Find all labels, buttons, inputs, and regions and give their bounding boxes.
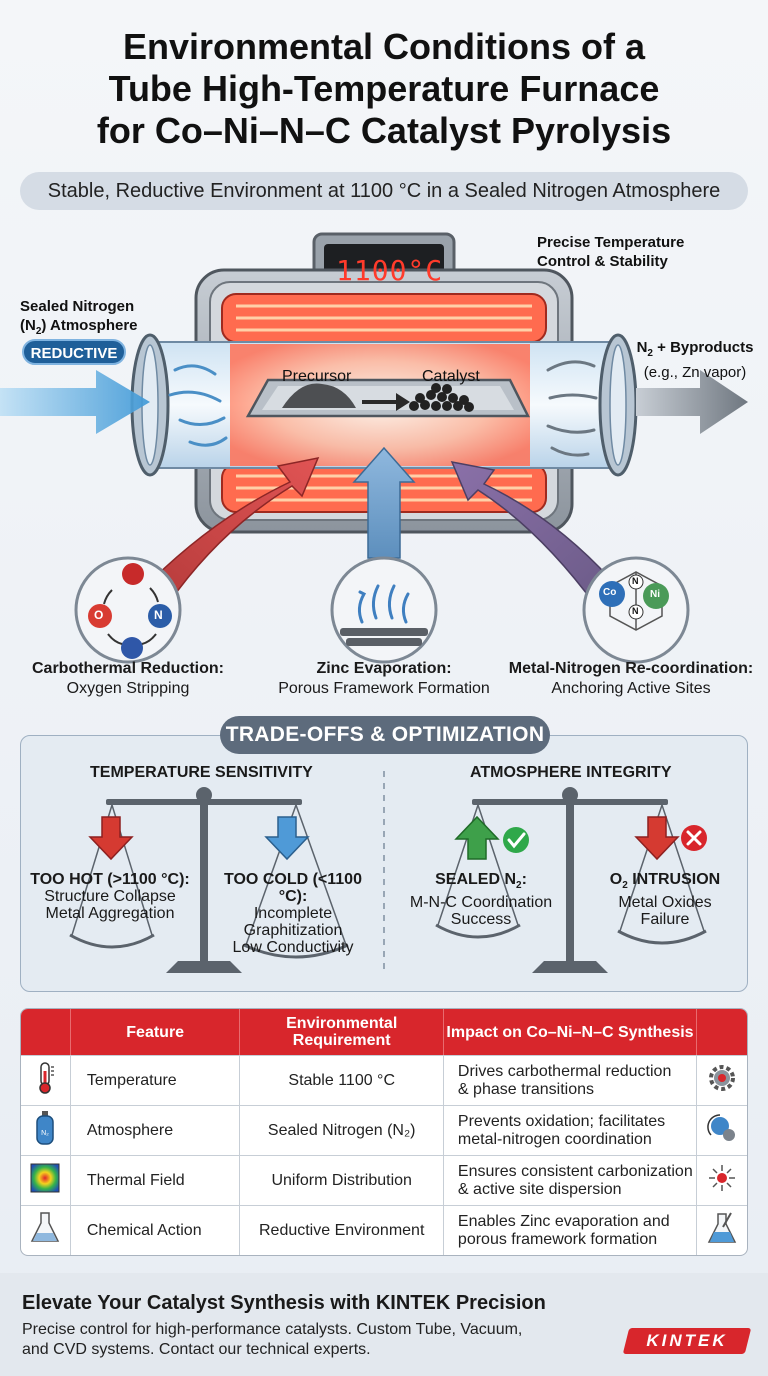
furnace-diagram xyxy=(0,232,748,664)
dispersion-icon xyxy=(709,1165,736,1191)
byproduct-outlet-arrow xyxy=(636,370,748,434)
mechanism-coordination: Metal-Nitrogen Re-coordination: Anchorin… xyxy=(508,660,754,697)
reductive-badge: REDUCTIVE xyxy=(22,339,126,365)
header-impact: Impact on Co–Ni–N–C Synthesis xyxy=(443,1009,698,1055)
zinc-circle xyxy=(330,556,438,664)
precursor-label: Precursor xyxy=(282,368,352,385)
precursor-powder xyxy=(282,383,356,408)
table-header-row: Feature Environmental Requirement Impact… xyxy=(21,1009,747,1055)
footer-text: Precise control for high-performance cat… xyxy=(22,1321,523,1358)
o2-intrusion-block: O2 INTRUSION Metal Oxides Failure xyxy=(609,871,721,929)
row-impact: Prevents oxidation; facilitates metal-ni… xyxy=(443,1105,698,1155)
molecule-cycle-icon xyxy=(707,1114,736,1141)
carbothermal-arrow xyxy=(138,456,320,605)
tradeoffs-scales xyxy=(69,771,707,973)
cold-down-arrow xyxy=(264,816,310,861)
kintek-logo[interactable]: KINTEK xyxy=(622,1328,752,1354)
n-atom-label-bottom: N xyxy=(632,606,639,616)
row-feature: Atmosphere xyxy=(70,1105,241,1155)
n-atom-label-top: N xyxy=(632,576,639,586)
row-impact: Ensures consistent carbonization & activ… xyxy=(443,1155,698,1205)
feature-table: Feature Environmental Requirement Impact… xyxy=(20,1008,748,1256)
footer-title: Elevate Your Catalyst Synthesis with KIN… xyxy=(22,1292,546,1314)
tradeoffs-panel xyxy=(20,735,748,992)
page-title: Environmental Conditions of a Tube High-… xyxy=(0,26,768,152)
cylinder-label: N₂ xyxy=(42,1130,50,1137)
cobalt-atom-label: Co xyxy=(603,587,617,598)
catalyst-beads xyxy=(409,383,474,412)
mechanism-zinc: Zinc Evaporation: Porous Framework Forma… xyxy=(278,660,490,697)
row-impact: Enables Zinc evaporation and porous fram… xyxy=(443,1205,698,1255)
gas-cylinder-icon: N₂ xyxy=(36,1111,55,1145)
subtitle-banner: Stable, Reductive Environment at 1100 °C… xyxy=(20,172,748,210)
catalyst-label: Catalyst xyxy=(422,368,480,385)
atmosphere-label: Sealed Nitrogen (N2) Atmosphere xyxy=(20,298,138,337)
heatmap-icon xyxy=(30,1163,60,1193)
table-row: Thermal Field Uniform Distribution Ensur… xyxy=(21,1155,747,1205)
table-row: Temperature Stable 1100 °C Drives carbot… xyxy=(21,1055,747,1105)
check-icon xyxy=(503,827,529,853)
too-hot-block: TOO HOT (>1100 °C): Structure Collapse M… xyxy=(30,871,190,922)
row-feature: Thermal Field xyxy=(70,1155,241,1205)
atmosphere-integrity-title: ATMOSPHERE INTEGRITY xyxy=(470,764,672,781)
oxygen-atom-label: O xyxy=(94,608,104,622)
hot-down-arrow xyxy=(88,816,134,861)
outlet-label: N2 + Byproducts (e.g., Zn vapor) xyxy=(636,339,754,381)
nitrogen-atom-label: N xyxy=(154,608,163,622)
beaker-icon xyxy=(707,1212,737,1243)
sealed-up-arrow xyxy=(454,815,500,860)
row-impact: Drives carbothermal reduction & phase tr… xyxy=(443,1055,698,1105)
header-requirement: Environmental Requirement xyxy=(240,1009,444,1055)
row-feature: Temperature xyxy=(70,1055,241,1105)
sealed-n2-block: SEALED N2: M-N-C Coordination Success xyxy=(409,871,553,929)
conversion-arrow xyxy=(362,393,410,411)
coordination-arrow xyxy=(450,461,624,607)
temperature-readout: 1100°C xyxy=(336,254,444,287)
thermometer-icon xyxy=(39,1062,55,1094)
row-requirement: Uniform Distribution xyxy=(240,1155,444,1205)
flask-icon xyxy=(31,1212,60,1242)
row-feature: Chemical Action xyxy=(70,1205,241,1255)
nitrogen-inlet-arrow xyxy=(0,370,150,434)
atmosphere-balance xyxy=(435,787,707,973)
table-row: Chemical Action Reductive Environment En… xyxy=(21,1205,747,1255)
footer xyxy=(0,1273,768,1376)
mechanism-carbothermal: Carbothermal Reduction: Oxygen Stripping xyxy=(31,660,224,697)
title-line-2: Tube High-Temperature Furnace xyxy=(108,68,660,109)
temperature-sensitivity-title: TEMPERATURE SENSITIVITY xyxy=(90,764,313,781)
nickel-atom-label: Ni xyxy=(650,589,660,600)
title-line-1: Environmental Conditions of a xyxy=(122,26,646,67)
row-requirement: Reductive Environment xyxy=(240,1205,444,1255)
zinc-arrow xyxy=(352,446,416,559)
row-requirement: Stable 1100 °C xyxy=(240,1055,444,1105)
gear-icon xyxy=(709,1065,736,1091)
temp-control-label: Precise Temperature Control & Stability xyxy=(537,234,685,270)
header-feature: Feature xyxy=(70,1009,241,1055)
temperature-balance xyxy=(69,787,349,973)
too-cold-block: TOO COLD (<1100 °C): Incomplete Graphiti… xyxy=(224,871,362,956)
tradeoffs-header: TRADE-OFFS & OPTIMIZATION xyxy=(220,716,550,754)
o2-down-arrow xyxy=(634,816,680,861)
table-row: N₂ Atmosphere Sealed Nitrogen (N₂) Preve… xyxy=(21,1105,747,1155)
row-requirement: Sealed Nitrogen (N₂) xyxy=(240,1105,444,1155)
title-line-3: for Co–Ni–N–C Catalyst Pyrolysis xyxy=(96,110,672,151)
